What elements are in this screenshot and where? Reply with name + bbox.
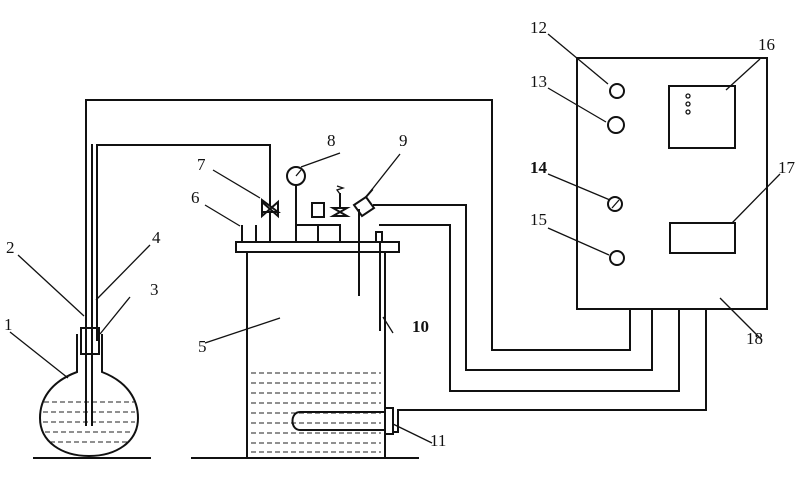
cable-feed-valve: [374, 205, 652, 370]
label-14: 14: [530, 158, 548, 177]
control-knob: [608, 197, 622, 211]
vent-fitting: [242, 226, 256, 242]
label-2: 2: [6, 238, 15, 257]
indicator-15: [610, 251, 624, 265]
sealed-tank: [236, 242, 399, 458]
pressure-gauge: [287, 167, 305, 225]
relief-valve: [333, 186, 347, 216]
control-cabinet: [577, 58, 767, 309]
label-7: 7: [197, 155, 206, 174]
label-6: 6: [191, 188, 200, 207]
label-9: 9: [399, 131, 408, 150]
cable-tank-probe: [380, 225, 679, 391]
label-13: 13: [530, 72, 547, 91]
label-8: 8: [327, 131, 336, 150]
cable-probe-2: [86, 100, 630, 350]
label-4: 4: [152, 228, 161, 247]
valve: [262, 200, 278, 216]
label-16: 16: [758, 35, 775, 54]
label-5: 5: [198, 337, 207, 356]
tank-probe: [376, 232, 382, 330]
label-18: 18: [746, 329, 763, 348]
label-11: 11: [430, 431, 446, 450]
round-bottom-flask: [40, 328, 138, 456]
gas-pipe: [97, 145, 270, 242]
label-17: 17: [778, 158, 796, 177]
indicator-13: [608, 117, 624, 133]
display-panel: [669, 86, 735, 148]
label-12: 12: [530, 18, 547, 37]
indicator-12: [610, 84, 624, 98]
feed-valve: [354, 190, 374, 216]
readout-panel: [670, 223, 735, 253]
label-3: 3: [150, 280, 159, 299]
label-15: 15: [530, 210, 547, 229]
sensor-box: [312, 203, 324, 217]
flask-probe-tubes: [86, 100, 97, 425]
leader-lines: [10, 34, 780, 443]
label-10: 10: [412, 317, 429, 336]
label-1: 1: [4, 315, 13, 334]
heater-terminal: [385, 408, 393, 434]
